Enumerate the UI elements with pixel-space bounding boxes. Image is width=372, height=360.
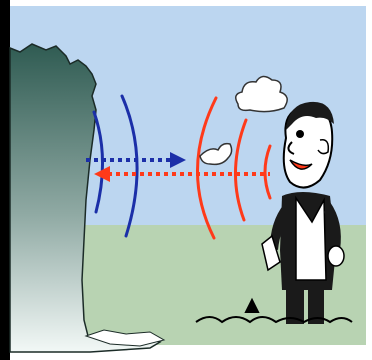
right-border	[366, 0, 372, 360]
left-border	[0, 0, 10, 360]
